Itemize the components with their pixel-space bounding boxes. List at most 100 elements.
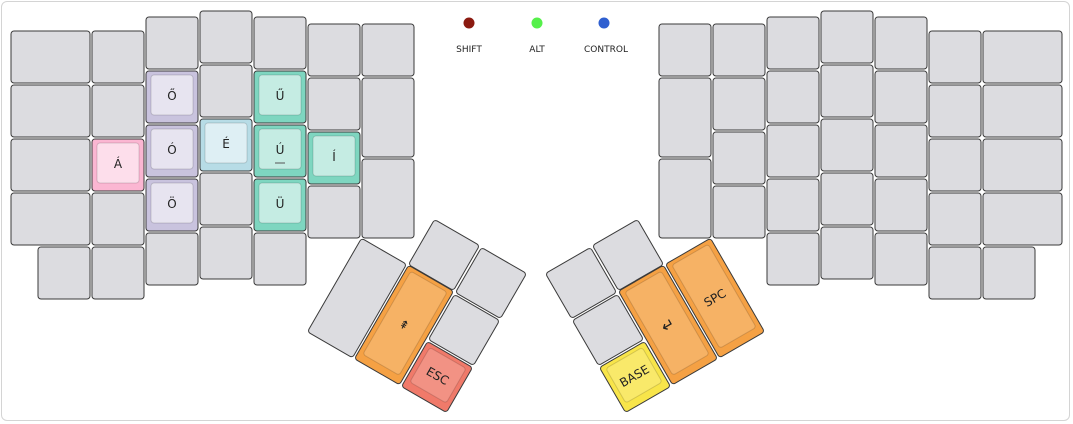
right-half [658, 10, 1063, 300]
key-top [258, 182, 302, 224]
key-u-acute[interactable]: Ú [253, 124, 307, 178]
key[interactable] [928, 30, 982, 84]
key[interactable] [820, 172, 874, 226]
key-cap [199, 226, 253, 280]
key-o-umlaut[interactable]: Ö [145, 178, 199, 232]
key-top [150, 74, 194, 116]
key-a-acute[interactable]: Á [91, 138, 145, 192]
key-cap [928, 138, 982, 192]
key-u-umlaut[interactable]: Ü [253, 178, 307, 232]
key-top [410, 348, 466, 403]
key[interactable] [658, 158, 712, 239]
key[interactable] [874, 232, 928, 286]
key[interactable] [545, 247, 616, 318]
key-cap [253, 16, 307, 70]
key-cap [361, 77, 415, 158]
key[interactable] [253, 232, 307, 286]
key-cap [91, 84, 145, 138]
key[interactable] [766, 232, 820, 286]
key-cap [874, 16, 928, 70]
key-o-acute[interactable]: Ó [145, 124, 199, 178]
key[interactable] [766, 70, 820, 124]
key[interactable] [712, 185, 766, 239]
key[interactable] [712, 23, 766, 77]
key[interactable] [361, 23, 415, 77]
key[interactable] [253, 16, 307, 70]
key-cap [766, 124, 820, 178]
key[interactable] [928, 246, 982, 300]
key[interactable] [982, 138, 1063, 192]
key[interactable] [307, 185, 361, 239]
key[interactable] [820, 10, 874, 64]
key[interactable] [928, 84, 982, 138]
key-base[interactable]: BASE [599, 341, 670, 412]
key[interactable] [982, 30, 1063, 84]
key-layer-up[interactable]: ⇞ [354, 265, 453, 385]
key[interactable] [91, 246, 145, 300]
key[interactable] [982, 84, 1063, 138]
key[interactable] [199, 226, 253, 280]
key[interactable] [874, 124, 928, 178]
key-cap [820, 10, 874, 64]
key[interactable] [199, 64, 253, 118]
key-o-double-acute[interactable]: Ő [145, 70, 199, 124]
key-space[interactable]: SPC [665, 238, 764, 358]
key-e-acute[interactable]: É [199, 118, 253, 172]
key[interactable] [37, 246, 91, 300]
key[interactable] [91, 192, 145, 246]
shift-dot [463, 17, 475, 29]
key-cap [600, 342, 670, 412]
key-label: É [222, 136, 230, 151]
key[interactable] [712, 77, 766, 131]
key[interactable] [361, 158, 415, 239]
key[interactable] [766, 16, 820, 70]
key-top [258, 74, 302, 116]
key[interactable] [766, 124, 820, 178]
key[interactable] [91, 30, 145, 84]
key[interactable] [982, 246, 1036, 300]
key[interactable] [766, 178, 820, 232]
key-u-double-acute[interactable]: Ű [253, 70, 307, 124]
key[interactable] [10, 138, 91, 192]
key-enter[interactable]: ↵ [618, 265, 717, 385]
key[interactable] [91, 84, 145, 138]
key[interactable] [455, 247, 526, 318]
key[interactable] [307, 23, 361, 77]
key-i-acute[interactable]: Í [307, 131, 361, 185]
key[interactable] [145, 16, 199, 70]
key[interactable] [874, 70, 928, 124]
left-half: Á Ő Ó Ö É [10, 10, 415, 300]
key[interactable] [361, 77, 415, 158]
key[interactable] [928, 138, 982, 192]
key[interactable] [658, 23, 712, 77]
key[interactable] [199, 172, 253, 226]
key[interactable] [307, 238, 406, 358]
key[interactable] [874, 16, 928, 70]
key[interactable] [658, 77, 712, 158]
key[interactable] [712, 131, 766, 185]
key-cap [874, 124, 928, 178]
key-cap [766, 178, 820, 232]
key[interactable] [820, 226, 874, 280]
key[interactable] [874, 178, 928, 232]
key[interactable] [428, 294, 499, 365]
key-esc[interactable]: ESC [401, 341, 472, 412]
key[interactable] [572, 294, 643, 365]
key[interactable] [199, 10, 253, 64]
key[interactable] [10, 192, 91, 246]
key-cap [820, 64, 874, 118]
key-top [312, 135, 356, 177]
key[interactable] [408, 219, 479, 290]
key[interactable] [10, 84, 91, 138]
key[interactable] [820, 64, 874, 118]
key[interactable] [592, 219, 663, 290]
key[interactable] [10, 30, 91, 84]
key[interactable] [820, 118, 874, 172]
key[interactable] [928, 192, 982, 246]
key-cap [666, 238, 764, 358]
key-cap [928, 192, 982, 246]
key[interactable] [145, 232, 199, 286]
key-cap [874, 70, 928, 124]
key[interactable] [307, 77, 361, 131]
key[interactable] [982, 192, 1063, 246]
